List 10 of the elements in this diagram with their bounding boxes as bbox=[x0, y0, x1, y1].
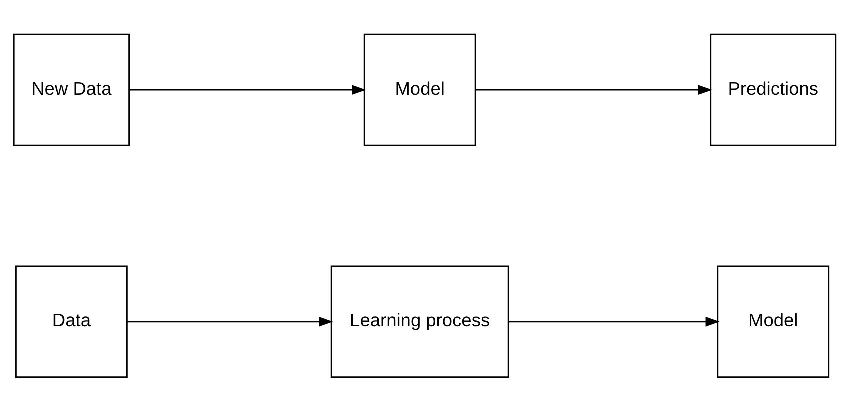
arrow bbox=[129, 85, 366, 96]
node-box: Data bbox=[16, 266, 128, 378]
node-box: Model bbox=[717, 266, 830, 378]
arrow bbox=[509, 316, 720, 327]
arrow bbox=[476, 85, 712, 96]
node-box: Predictions bbox=[710, 34, 837, 146]
node-box: Learning process bbox=[330, 266, 510, 378]
node-box: Model bbox=[364, 34, 476, 146]
node-box: New Data bbox=[13, 34, 130, 146]
arrow bbox=[127, 316, 334, 327]
